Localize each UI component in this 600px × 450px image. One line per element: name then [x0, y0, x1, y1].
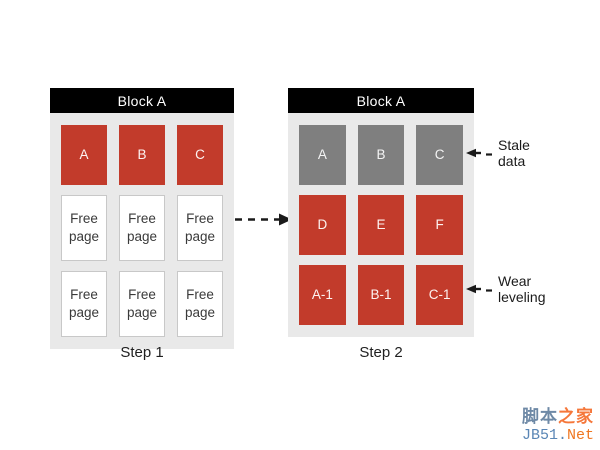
- watermark-site-url: JB51.Net: [521, 426, 594, 444]
- free-page-cell: Free page: [177, 271, 223, 337]
- step1-caption: Step 1: [120, 344, 164, 361]
- site-watermark: 脚本之家 JB51.Net: [522, 407, 594, 444]
- wear-leveling-annotation: Wear leveling: [466, 273, 545, 305]
- page-cell-c1: C-1: [416, 265, 463, 325]
- arrow-left-icon: [466, 148, 492, 158]
- free-page-cell: Free page: [61, 195, 107, 261]
- page-cell-d: D: [299, 195, 346, 255]
- block-step2: Block A A B C D E F A-1 B-1 C-1: [288, 88, 474, 337]
- page-cell-a1: A-1: [299, 265, 346, 325]
- stale-page-cell-b: B: [357, 125, 405, 185]
- stale-data-annotation: Stale data: [466, 137, 530, 169]
- watermark-site-name: 脚本之家: [522, 407, 594, 427]
- page-cell-e: E: [357, 195, 405, 255]
- dashed-arrow-right-icon: [235, 213, 292, 226]
- page-cell-a: A: [61, 125, 107, 185]
- page-cell-b: B: [119, 125, 165, 185]
- stale-data-label: Stale data: [498, 137, 530, 169]
- block-step2-title: Block A: [288, 88, 474, 113]
- stale-page-cell-c: C: [416, 125, 463, 185]
- page-cell-c: C: [177, 125, 223, 185]
- wear-leveling-label: Wear leveling: [498, 273, 546, 305]
- page-cell-f: F: [416, 195, 463, 255]
- free-page-cell: Free page: [61, 271, 107, 337]
- step2-caption: Step 2: [359, 344, 403, 361]
- stale-page-cell-a: A: [299, 125, 346, 185]
- page-cell-b1: B-1: [357, 265, 405, 325]
- block-step1-title: Block A: [50, 88, 234, 113]
- block-step2-grid: A B C D E F A-1 B-1 C-1: [288, 113, 474, 337]
- block-step1-grid: A B C Free page Free page Free page Free…: [50, 113, 234, 349]
- block-step1: Block A A B C Free page Free page Free p…: [50, 88, 234, 349]
- free-page-cell: Free page: [119, 195, 165, 261]
- free-page-cell: Free page: [119, 271, 165, 337]
- arrow-left-icon: [466, 284, 492, 294]
- free-page-cell: Free page: [177, 195, 223, 261]
